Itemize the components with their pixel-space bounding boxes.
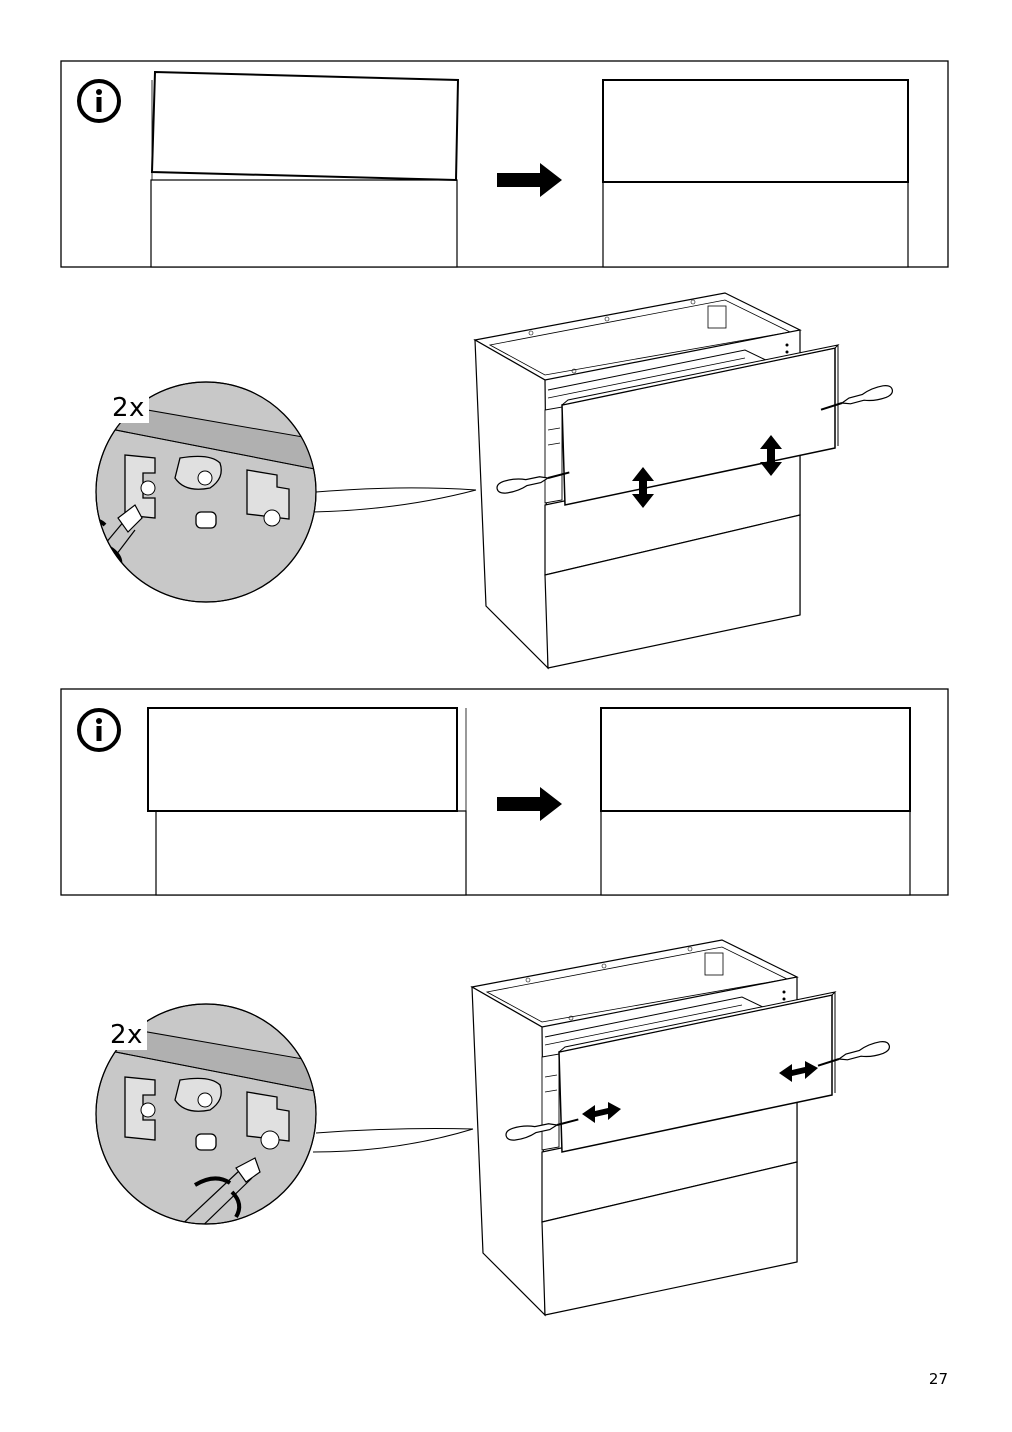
vertical-double-arrow-icon (632, 435, 782, 508)
horizontal-double-arrow-icon (582, 1061, 818, 1123)
step-2-detail-circle (95, 1003, 317, 1225)
step-1-detail-circle (95, 381, 317, 603)
step-2-cabinet (312, 939, 892, 1316)
info-icon (77, 708, 121, 752)
info-icon (77, 79, 121, 123)
quantity-label-step-2: 2x (106, 1020, 147, 1050)
step-1-info-panel (60, 60, 949, 268)
step-1-cabinet (312, 292, 895, 669)
quantity-label-step-1: 2x (108, 393, 149, 423)
page-number: 27 (928, 1370, 948, 1388)
step-2-info-panel (60, 688, 949, 896)
